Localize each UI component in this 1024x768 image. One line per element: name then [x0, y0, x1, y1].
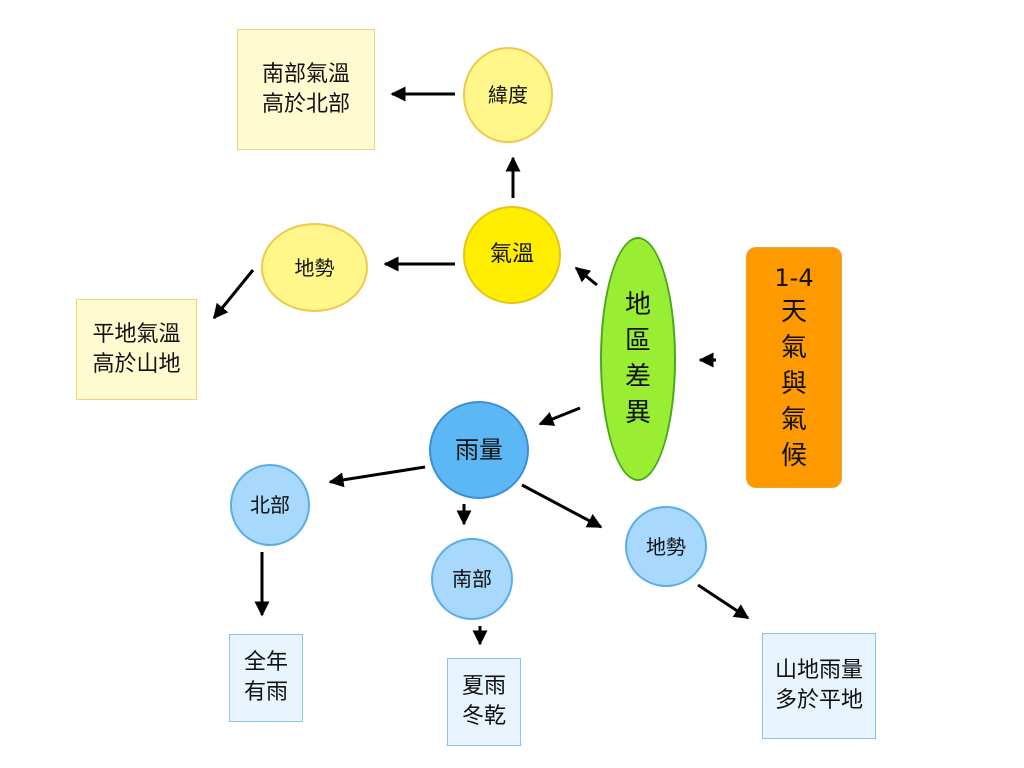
terrain-rainfall-result-box: 山地雨量 多於平地	[762, 633, 876, 739]
arrow-terrain-to-result	[212, 269, 255, 320]
temperature-label: 氣溫	[489, 242, 534, 267]
arrow-region-to-rainfall	[538, 406, 581, 426]
temperature-node: 氣溫	[463, 206, 561, 304]
north-node: 北部	[230, 464, 310, 546]
latitude-result-text: 南部氣溫 高於北部	[261, 61, 350, 117]
rainfall-label: 雨量	[455, 436, 503, 464]
south-result-text: 夏雨 冬乾	[461, 674, 506, 729]
terrain-rainfall-result-text: 山地雨量 多於平地	[774, 658, 863, 713]
title-char: 氣	[780, 332, 807, 363]
region-difference-node: 地 區 差 異	[600, 237, 676, 481]
terrain-rainfall-node: 地勢	[625, 506, 707, 587]
rainfall-node: 雨量	[429, 401, 529, 499]
region-char: 地	[624, 290, 651, 320]
region-char: 區	[624, 326, 651, 356]
title-char: 候	[780, 440, 807, 471]
south-label: 南部	[452, 567, 492, 591]
title-char: 天	[780, 296, 807, 327]
title-box: 1-4 天 氣 與 氣 候	[746, 247, 842, 488]
title-number: 1-4	[774, 263, 814, 292]
arrow-region-to-temperature	[574, 266, 598, 287]
latitude-node: 緯度	[463, 47, 553, 143]
south-result-box: 夏雨 冬乾	[447, 658, 521, 746]
north-result-box: 全年 有雨	[229, 634, 303, 722]
title-char: 氣	[780, 404, 807, 435]
region-char: 差	[624, 362, 651, 392]
arrow-terrain2-to-result	[697, 583, 750, 620]
terrain-temperature-result-text: 平地氣溫 高於山地	[92, 321, 181, 377]
terrain-temperature-label: 地勢	[294, 255, 335, 280]
region-char: 異	[624, 398, 651, 428]
title-char: 與	[780, 368, 807, 399]
north-label: 北部	[250, 493, 290, 517]
terrain-temperature-result-box: 平地氣溫 高於山地	[76, 299, 197, 400]
terrain-rainfall-label: 地勢	[646, 534, 686, 559]
arrow-rainfall-to-north	[328, 465, 426, 488]
latitude-result-box: 南部氣溫 高於北部	[237, 29, 375, 150]
south-node: 南部	[431, 538, 513, 620]
north-result-text: 全年 有雨	[243, 650, 288, 705]
arrow-rainfall-to-terrain	[521, 483, 603, 529]
latitude-label: 緯度	[488, 83, 528, 107]
terrain-temperature-node: 地勢	[261, 223, 368, 312]
